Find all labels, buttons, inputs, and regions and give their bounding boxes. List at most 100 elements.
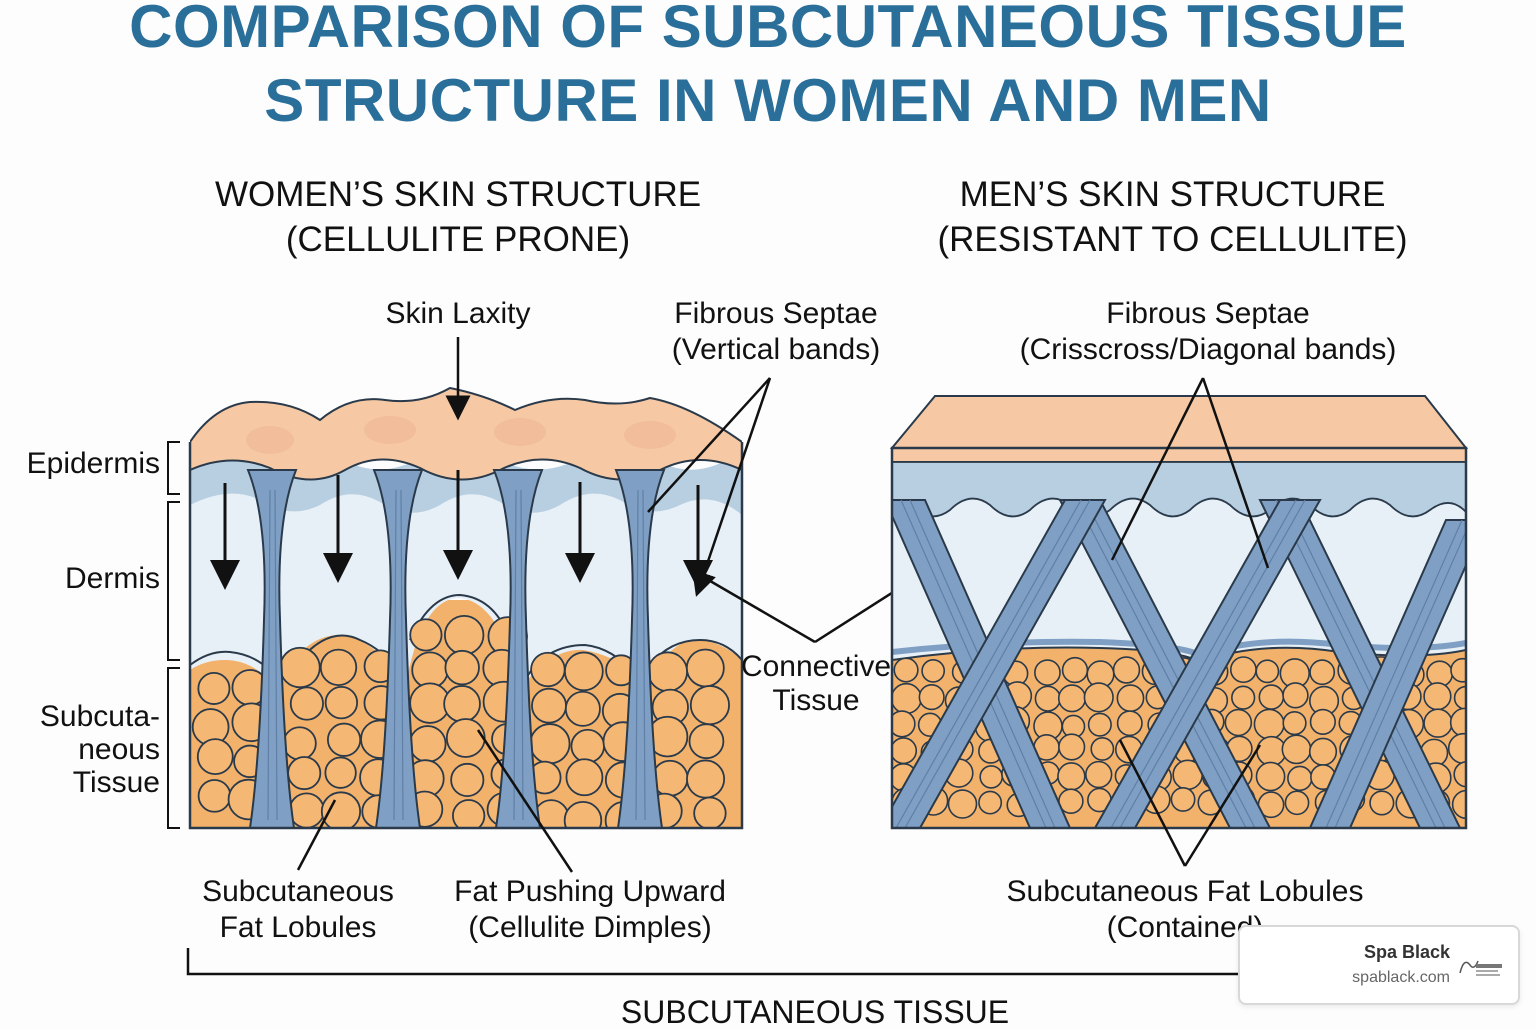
bottom-subcutaneous-label: SUBCUTANEOUS TISSUE <box>620 994 1010 1030</box>
fat-cell <box>324 685 359 720</box>
fat-cell <box>319 648 358 687</box>
fat-cell <box>196 738 234 776</box>
fat-cell <box>688 723 725 760</box>
fat-cell <box>563 651 604 692</box>
fat-cell <box>445 718 486 758</box>
women-heading-line-2: (CELLULITE PRONE) <box>285 220 631 259</box>
women-septae-label: Fibrous Septae (Vertical bands) <box>648 296 904 368</box>
fat-cell <box>289 686 324 721</box>
subcutaneous-label-line-3: Tissue <box>72 766 160 799</box>
fat-cell <box>1090 737 1115 761</box>
women-pull-arrows <box>210 470 713 590</box>
fat-cell <box>1258 684 1285 710</box>
fat-cell <box>1447 732 1466 765</box>
fat-cell <box>287 756 322 791</box>
fat-cell <box>685 648 725 688</box>
fat-cell <box>1087 712 1112 737</box>
fat-cell <box>563 800 603 828</box>
fat-cell <box>450 762 485 798</box>
men-septae-line-1: Fibrous Septae <box>1106 297 1310 330</box>
layer-brackets <box>167 441 180 829</box>
women-heading-line-1: WOMEN’S SKIN STRUCTURE <box>214 175 702 214</box>
fat-cell <box>444 649 480 686</box>
fat-cell <box>892 682 922 715</box>
fat-cell <box>1309 708 1336 735</box>
skin-laxity-label: Skin Laxity <box>385 297 531 330</box>
fat-cell <box>1423 682 1452 711</box>
women-septae-line-2: (Vertical bands) <box>671 333 881 366</box>
fat-cell <box>565 758 604 797</box>
fat-cell <box>1034 685 1061 712</box>
fat-cell <box>647 651 688 693</box>
connective-line-2: Tissue <box>772 684 860 717</box>
fat-cell <box>570 728 605 764</box>
vertical-septum-band <box>372 469 424 828</box>
fat-cell <box>1284 790 1310 816</box>
fat-cell <box>1282 682 1309 709</box>
fat-cell <box>1423 708 1453 738</box>
vertical-septum-band <box>492 469 544 828</box>
fat-cell <box>408 725 447 763</box>
bottom-bracket <box>186 948 1246 976</box>
women-fat-lobules-label: Subcutaneous Fat Lobules <box>180 874 416 946</box>
fat-cell <box>1116 710 1143 737</box>
watermark-badge[interactable]: Spa Black spablack.com <box>1238 925 1520 1005</box>
men-fat-lobules-line-1: Subcutaneous Fat Lobules <box>1006 875 1364 908</box>
fat-cell <box>1034 659 1061 686</box>
fat-cell <box>1057 762 1086 791</box>
subcutaneous-label-line-1: Subcuta- <box>39 700 160 733</box>
fat-cell <box>197 672 231 705</box>
fat-cell <box>1058 733 1086 761</box>
fat-cell <box>1224 708 1253 737</box>
men-epidermis-layer <box>889 395 1469 449</box>
women-epidermis-layer <box>190 386 742 481</box>
epidermis-label: Epidermis <box>26 447 160 480</box>
fat-cell <box>452 799 486 828</box>
fat-cell <box>1309 659 1336 686</box>
fat-cell <box>1229 656 1257 684</box>
fat-cell <box>978 790 1003 815</box>
fat-cell <box>409 618 443 652</box>
fat-cell <box>1170 786 1196 812</box>
fat-cell <box>197 779 232 813</box>
fat-cell <box>689 685 730 726</box>
men-fat-lobules-line-2: (Contained) <box>1106 911 1264 944</box>
fat-cell <box>1116 684 1145 713</box>
subcutaneous-label-line-2: neous <box>78 733 160 766</box>
fat-cell <box>1282 710 1307 736</box>
fat-cell <box>1057 684 1087 713</box>
vertical-septum-band <box>614 469 666 828</box>
men-septae-label: Fibrous Septae (Crisscross/Diagonal band… <box>990 296 1426 368</box>
fat-cell <box>1231 685 1256 710</box>
fat-cell <box>918 684 945 711</box>
fat-cell <box>282 726 317 761</box>
fat-pushing-label: Fat Pushing Upward (Cellulite Dimples) <box>440 874 740 946</box>
watermark-url: spablack.com <box>1352 969 1450 986</box>
fat-cell <box>1061 656 1089 684</box>
fat-cell <box>1112 656 1141 684</box>
fat-cell <box>529 723 571 765</box>
fat-cell <box>288 792 325 828</box>
spa-black-logo-icon <box>1459 960 1502 976</box>
fat-cell <box>320 791 362 828</box>
men-heading: MEN’S SKIN STRUCTURE (RESISTANT TO CELLU… <box>880 172 1465 262</box>
women-septae-line-1: Fibrous Septae <box>674 297 878 330</box>
fat-cell <box>1256 735 1287 767</box>
connective-line-1: Connective <box>740 650 892 683</box>
fat-cell <box>979 765 1004 789</box>
women-fat-lobules-line-2: Fat Lobules <box>219 911 377 944</box>
fat-cell <box>947 789 978 819</box>
women-heading: WOMEN’S SKIN STRUCTURE (CELLULITE PRONE) <box>158 172 758 262</box>
fat-cell <box>1085 760 1113 789</box>
fat-cell <box>1287 765 1313 792</box>
fat-cell <box>1255 659 1280 684</box>
fat-cell <box>1451 789 1466 820</box>
fat-cell <box>324 756 357 789</box>
fat-cell <box>892 710 916 738</box>
title-line-2: STRUCTURE IN WOMEN AND MEN <box>264 67 1272 134</box>
fat-cell <box>1369 790 1395 816</box>
vertical-septum-band <box>246 469 298 828</box>
dermis-label: Dermis <box>65 562 160 595</box>
diagonal-septum-band <box>1093 499 1322 828</box>
